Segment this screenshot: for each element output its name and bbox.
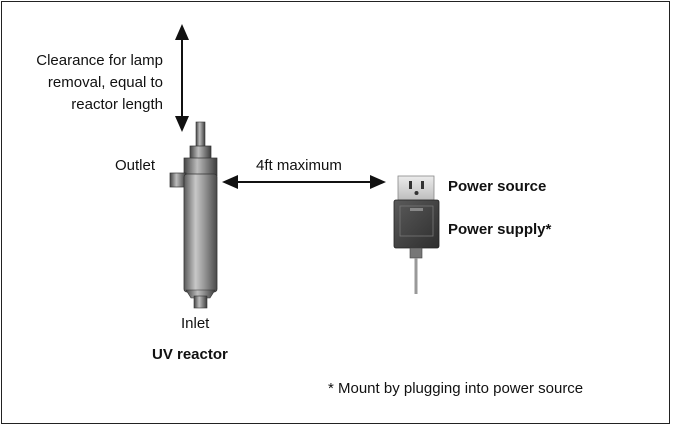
uv-reactor-label: UV reactor [152,346,228,363]
uv-reactor-illustration [169,121,218,309]
clearance-label-line-3: reactor length [71,96,163,113]
clearance-label-line-2: removal, equal to [47,74,163,91]
distance-label: 4ft maximum [256,157,342,174]
distance-arrow [222,175,386,189]
power-supply-label: Power supply* [448,221,552,238]
power-source-label: Power source [448,178,547,195]
power-supply-box [393,199,440,294]
clearance-arrow [175,24,189,132]
footnote: * Mount by plugging into power source [328,380,584,397]
outlet-label: Outlet [115,157,156,174]
clearance-label-line-1: Clearance for lamp [36,52,163,69]
inlet-label: Inlet [181,315,210,332]
power-source-outlet [397,175,435,201]
